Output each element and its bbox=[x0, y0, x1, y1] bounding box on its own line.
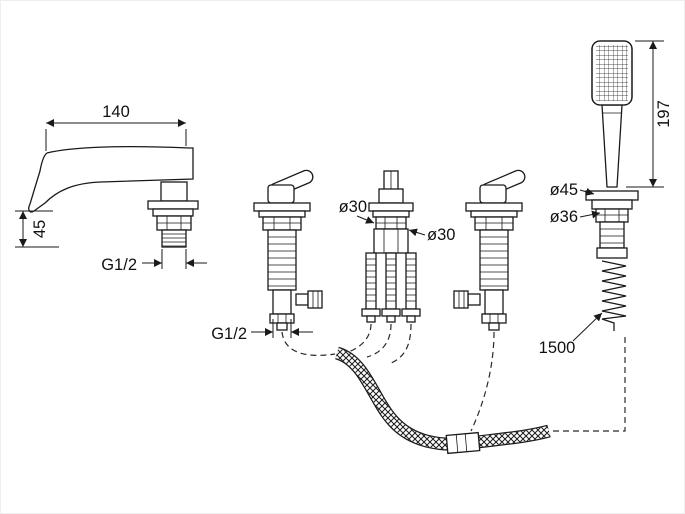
dimension-valve-thread: G1/2 bbox=[211, 319, 313, 343]
left-valve-body bbox=[253, 167, 316, 331]
left-valve bbox=[253, 167, 323, 331]
diverter-leg-tip bbox=[366, 315, 376, 323]
leader-arrow bbox=[356, 215, 375, 224]
connection-lines bbox=[281, 323, 626, 432]
spout-stem bbox=[160, 181, 188, 202]
dashed-line-leg2 bbox=[366, 323, 392, 358]
shower-holder bbox=[585, 190, 639, 331]
holder-escutcheon bbox=[585, 190, 639, 201]
diverter-flange-inner bbox=[372, 210, 410, 218]
diverter-leg-foot bbox=[401, 308, 421, 317]
label-diameter-36: ø36 bbox=[550, 208, 601, 226]
dimension-197: 197 bbox=[626, 40, 673, 188]
dashed-line-left-valve bbox=[281, 331, 336, 356]
dimension-45: 45 bbox=[15, 210, 59, 248]
right-valve bbox=[453, 167, 528, 331]
label-diameter-30-left: ø30 bbox=[339, 198, 375, 224]
spout-shank-threads bbox=[162, 233, 186, 247]
diverter-collar bbox=[378, 188, 404, 204]
diverter-leg-threads bbox=[366, 258, 416, 302]
dim-label-diameter36: ø36 bbox=[550, 208, 578, 226]
dim-label-hose-length: 1500 bbox=[539, 339, 576, 357]
dim-label-diameter30-left: ø30 bbox=[339, 198, 367, 216]
dimension-spout-thread: G1/2 bbox=[101, 249, 207, 274]
right-valve-side-port bbox=[467, 293, 481, 306]
hand-shower-spray-face bbox=[596, 45, 628, 101]
dim-label-spout-height: 45 bbox=[31, 220, 49, 238]
dim-label-diameter45: ø45 bbox=[550, 181, 578, 199]
dim-label-valve-thread: G1/2 bbox=[211, 325, 247, 343]
diverter-leg-tip bbox=[406, 315, 416, 323]
dim-label-diameter30-right: ø30 bbox=[427, 226, 455, 244]
leader-arrow bbox=[408, 228, 426, 237]
dashed-line-to-spring bbox=[553, 335, 626, 432]
diverter-body bbox=[373, 228, 409, 254]
extension-lines bbox=[161, 249, 187, 269]
leader-arrow bbox=[572, 312, 603, 342]
spout-flange-outer bbox=[147, 200, 199, 210]
extension-lines bbox=[45, 129, 187, 151]
right-valve-side-nut-lines bbox=[458, 291, 465, 308]
diverter-leg-foot bbox=[361, 308, 381, 317]
dashed-line-right-valve bbox=[470, 331, 495, 432]
hose-edge bbox=[334, 346, 551, 451]
spout-flange-inner bbox=[152, 208, 194, 217]
spout-locknut-lines bbox=[157, 216, 191, 230]
holder-nut bbox=[596, 247, 628, 259]
dim-label-spout-reach: 140 bbox=[102, 103, 130, 121]
leader-arrow bbox=[579, 187, 595, 196]
diverter-locknut-lines bbox=[376, 217, 406, 229]
hose-connector-lines bbox=[455, 433, 468, 453]
holder-body bbox=[599, 221, 625, 249]
dimension-140: 140 bbox=[45, 103, 187, 151]
left-valve-side-nut bbox=[307, 290, 323, 309]
diverter-leg-foot bbox=[381, 308, 401, 317]
right-valve-side-nut bbox=[453, 290, 469, 309]
hose-spring-coil bbox=[601, 260, 627, 331]
holder-locknut-lines bbox=[596, 209, 628, 222]
hose-braid bbox=[335, 347, 551, 450]
spout-shank bbox=[161, 229, 187, 248]
diverter-body-lines bbox=[383, 229, 399, 253]
dim-label-spout-thread: G1/2 bbox=[101, 256, 137, 274]
holder-body-lines bbox=[600, 228, 624, 244]
label-diameter-30-right: ø30 bbox=[408, 226, 455, 244]
left-valve-side-nut-lines bbox=[312, 291, 319, 308]
label-diameter-45: ø45 bbox=[550, 181, 595, 199]
hand-shower bbox=[591, 40, 633, 188]
spout-assembly bbox=[28, 145, 199, 248]
flexible-hose bbox=[334, 346, 551, 455]
left-valve-side-port bbox=[295, 293, 309, 306]
right-valve-body bbox=[465, 167, 528, 331]
diverter-assembly bbox=[361, 170, 421, 323]
spout-outline bbox=[28, 145, 194, 213]
hose-connector bbox=[445, 431, 481, 455]
diverter-legs bbox=[361, 252, 421, 323]
hose-connector-body bbox=[445, 431, 481, 455]
diverter-leg-tip bbox=[386, 315, 396, 323]
hand-shower-handle bbox=[601, 104, 623, 188]
hand-shower-head-outline bbox=[591, 40, 633, 106]
diverter-flange-outer bbox=[368, 202, 414, 212]
leader-arrow bbox=[579, 210, 601, 219]
dashed-line-leg1 bbox=[344, 323, 372, 354]
label-hose-length: 1500 bbox=[539, 312, 603, 357]
holder-locknut bbox=[595, 208, 629, 223]
dashed-line-leg3 bbox=[390, 323, 412, 364]
dim-label-handshower-length: 197 bbox=[655, 100, 673, 128]
holder-flange bbox=[591, 199, 633, 210]
